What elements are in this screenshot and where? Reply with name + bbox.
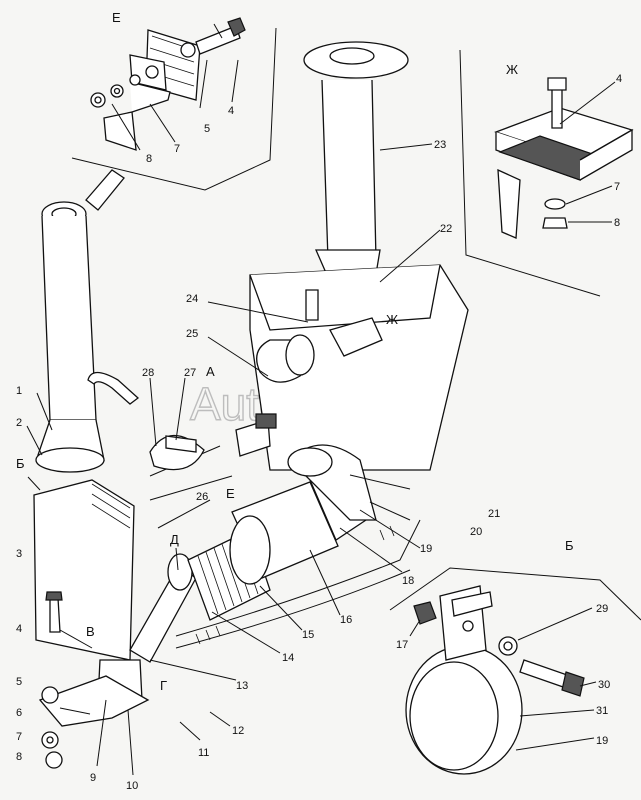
mounting-base (38, 591, 150, 769)
callout-27: 27 (184, 367, 196, 379)
callout-19-main: 19 (420, 543, 432, 555)
callout-12: 12 (232, 725, 244, 737)
callout-19-clamp: 19 (596, 735, 608, 747)
view-label-zh: Ж (506, 62, 518, 77)
callout-3: 3 (16, 548, 22, 560)
callout-15: 15 (302, 629, 314, 641)
callout-e-7: 7 (174, 143, 180, 155)
marker-g: Г (160, 678, 167, 693)
view-zh-detail (494, 77, 634, 239)
callout-9: 9 (90, 772, 96, 784)
callout-zh-4: 4 (616, 73, 622, 85)
callout-zh-8: 8 (614, 217, 620, 229)
callout-21: 21 (488, 508, 500, 520)
marker-v: В (86, 624, 95, 639)
callout-29: 29 (596, 603, 608, 615)
view-label-b: Б (565, 538, 574, 553)
callout-28: 28 (142, 367, 154, 379)
callout-11: 11 (198, 747, 209, 759)
callout-30: 30 (598, 679, 610, 691)
callout-8: 8 (16, 751, 22, 763)
callout-25: 25 (186, 328, 198, 340)
callout-zh-7: 7 (614, 181, 620, 193)
callout-16: 16 (340, 614, 352, 626)
callout-e-5: 5 (204, 123, 210, 135)
callout-e-4: 4 (228, 105, 234, 117)
callout-24: 24 (186, 293, 198, 305)
callout-18: 18 (402, 575, 414, 587)
callout-20: 20 (470, 526, 482, 538)
callout-22: 22 (440, 223, 452, 235)
callout-e-8: 8 (146, 153, 152, 165)
marker-b: Б (16, 456, 25, 471)
view-e-frame (71, 27, 277, 191)
callout-31: 31 (596, 705, 608, 717)
callout-7: 7 (16, 731, 22, 743)
bracket-a (149, 413, 277, 471)
marker-d: Д (170, 532, 179, 547)
callout-26: 26 (196, 491, 208, 503)
view-b-frame (389, 567, 641, 621)
callout-1: 1 (16, 385, 22, 397)
callout-2: 2 (16, 417, 22, 429)
leader-lines (26, 23, 616, 776)
marker-e: Е (226, 486, 235, 501)
marker-a: А (206, 364, 215, 379)
view-label-e: Е (112, 10, 121, 25)
callout-6: 6 (16, 707, 22, 719)
marker-zh: Ж (386, 312, 398, 327)
callout-17: 17 (396, 639, 408, 651)
view-e-detail (90, 17, 246, 151)
callout-13: 13 (236, 680, 248, 692)
callout-5: 5 (16, 676, 22, 688)
callout-4: 4 (16, 623, 22, 635)
view-zh-frame (459, 49, 601, 297)
callout-23: 23 (434, 139, 446, 151)
callout-14: 14 (282, 652, 294, 664)
callout-10: 10 (126, 780, 138, 792)
intake-pipe-assembly (129, 444, 421, 663)
clamp-detail-b (405, 585, 585, 775)
central-air-cleaner (249, 41, 469, 471)
